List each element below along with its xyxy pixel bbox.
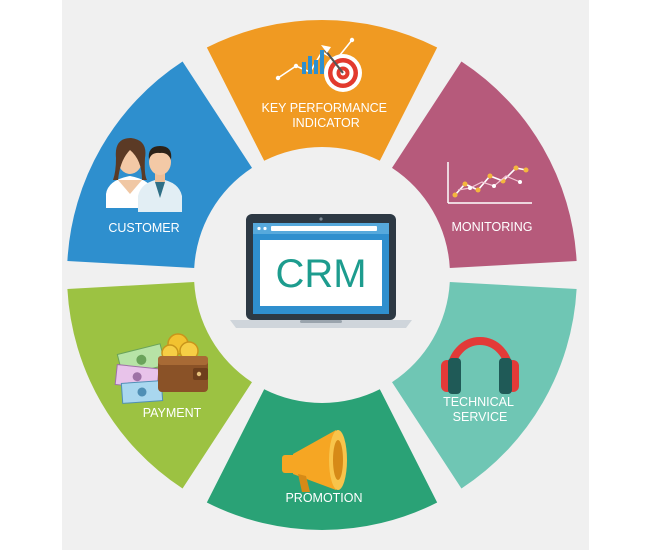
technical-service-segment-shape [391, 282, 577, 489]
promotion-label: PROMOTION [285, 491, 362, 505]
kpi-label: KEY PERFORMANCE INDICATOR [262, 101, 391, 130]
crm-window [260, 240, 382, 306]
target-chart-icon [275, 37, 362, 92]
line-chart-icon [447, 162, 532, 204]
monitoring-label-line-1: MONITORING [451, 220, 532, 234]
technical-service-label-line-1: TECHNICAL [443, 395, 514, 409]
monitoring-segment-shape [391, 61, 577, 268]
headphones-icon [441, 337, 519, 394]
laptop-icon: CRM [230, 214, 412, 328]
segment-monitoring: MONITORING [391, 61, 577, 268]
crm-title: CRM [275, 252, 366, 296]
customer-label: CUSTOMER [108, 221, 179, 235]
megaphone-icon [282, 430, 347, 492]
technical-service-label-line-2: SERVICE [453, 410, 508, 424]
segment-technical-service: TECHNICAL SERVICE [391, 282, 577, 489]
monitoring-label: MONITORING [451, 220, 532, 234]
segment-kpi: KEY PERFORMANCE INDICATOR [206, 19, 438, 161]
payment-label-line-1: PAYMENT [143, 406, 202, 420]
promotion-label-line-1: PROMOTION [285, 491, 362, 505]
kpi-label-line-1: KEY PERFORMANCE [262, 101, 388, 115]
kpi-segment-shape [206, 19, 438, 161]
customer-label-line-1: CUSTOMER [108, 221, 179, 235]
payment-label: PAYMENT [143, 406, 202, 420]
technical-service-label: TECHNICAL SERVICE [443, 395, 517, 424]
laptop-base [230, 320, 412, 328]
wallet-money-icon [114, 333, 208, 404]
kpi-label-line-2: INDICATOR [292, 116, 360, 130]
people-icon [106, 138, 182, 212]
